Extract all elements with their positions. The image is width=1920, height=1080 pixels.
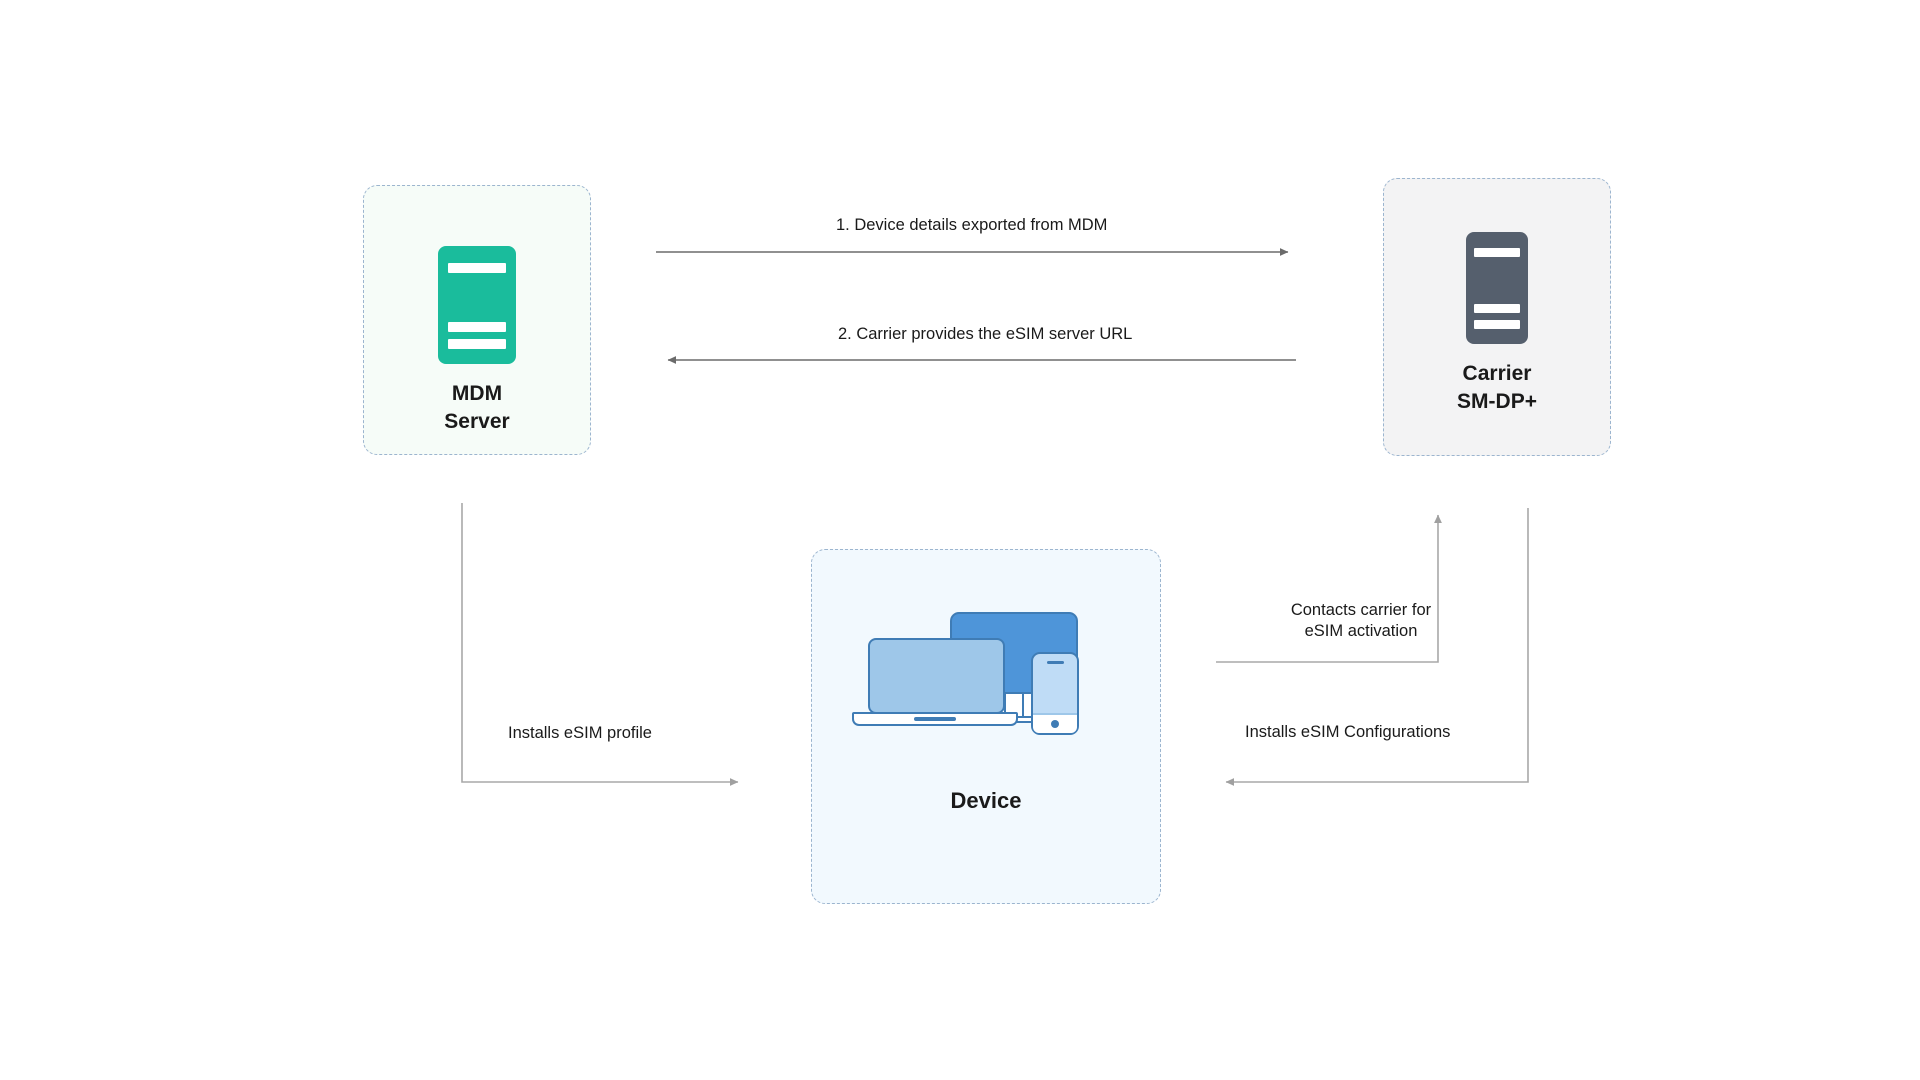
server-icon: [438, 246, 516, 364]
connector-contacts-carrier-line: [1216, 514, 1442, 663]
laptop-screen-icon: [868, 638, 1005, 714]
connector-label-contacts-carrier: Contacts carrier for eSIM activation: [1290, 601, 1432, 641]
phone-icon: [1031, 652, 1079, 735]
node-mdm-server[interactable]: MDM Server: [363, 185, 591, 455]
connector-label-installs-esim-configurations: Installs eSIM Configurations: [1245, 723, 1451, 741]
phone-speaker-icon: [1047, 661, 1064, 664]
laptop-notch-icon: [914, 717, 956, 721]
connector-label-step-2: 2. Carrier provides the eSIM server URL: [838, 325, 1133, 343]
phone-home-button-icon: [1051, 720, 1059, 728]
node-carrier-smdp-label: Carrier SM-DP+: [1457, 362, 1537, 413]
node-device[interactable]: Device: [811, 549, 1161, 904]
connector-installs-esim-configurations-line: [1225, 508, 1529, 786]
connector-label-installs-esim-profile: Installs eSIM profile: [508, 724, 652, 742]
connector-label-step-1: 1. Device details exported from MDM: [836, 216, 1108, 234]
node-mdm-server-label: MDM Server: [444, 382, 510, 433]
connector-installs-esim-profile-line: [461, 503, 739, 786]
devices-icon: [852, 612, 1106, 740]
server-icon: [1466, 232, 1528, 344]
node-carrier-smdp[interactable]: Carrier SM-DP+: [1383, 178, 1611, 456]
node-device-label: Device: [950, 788, 1022, 813]
